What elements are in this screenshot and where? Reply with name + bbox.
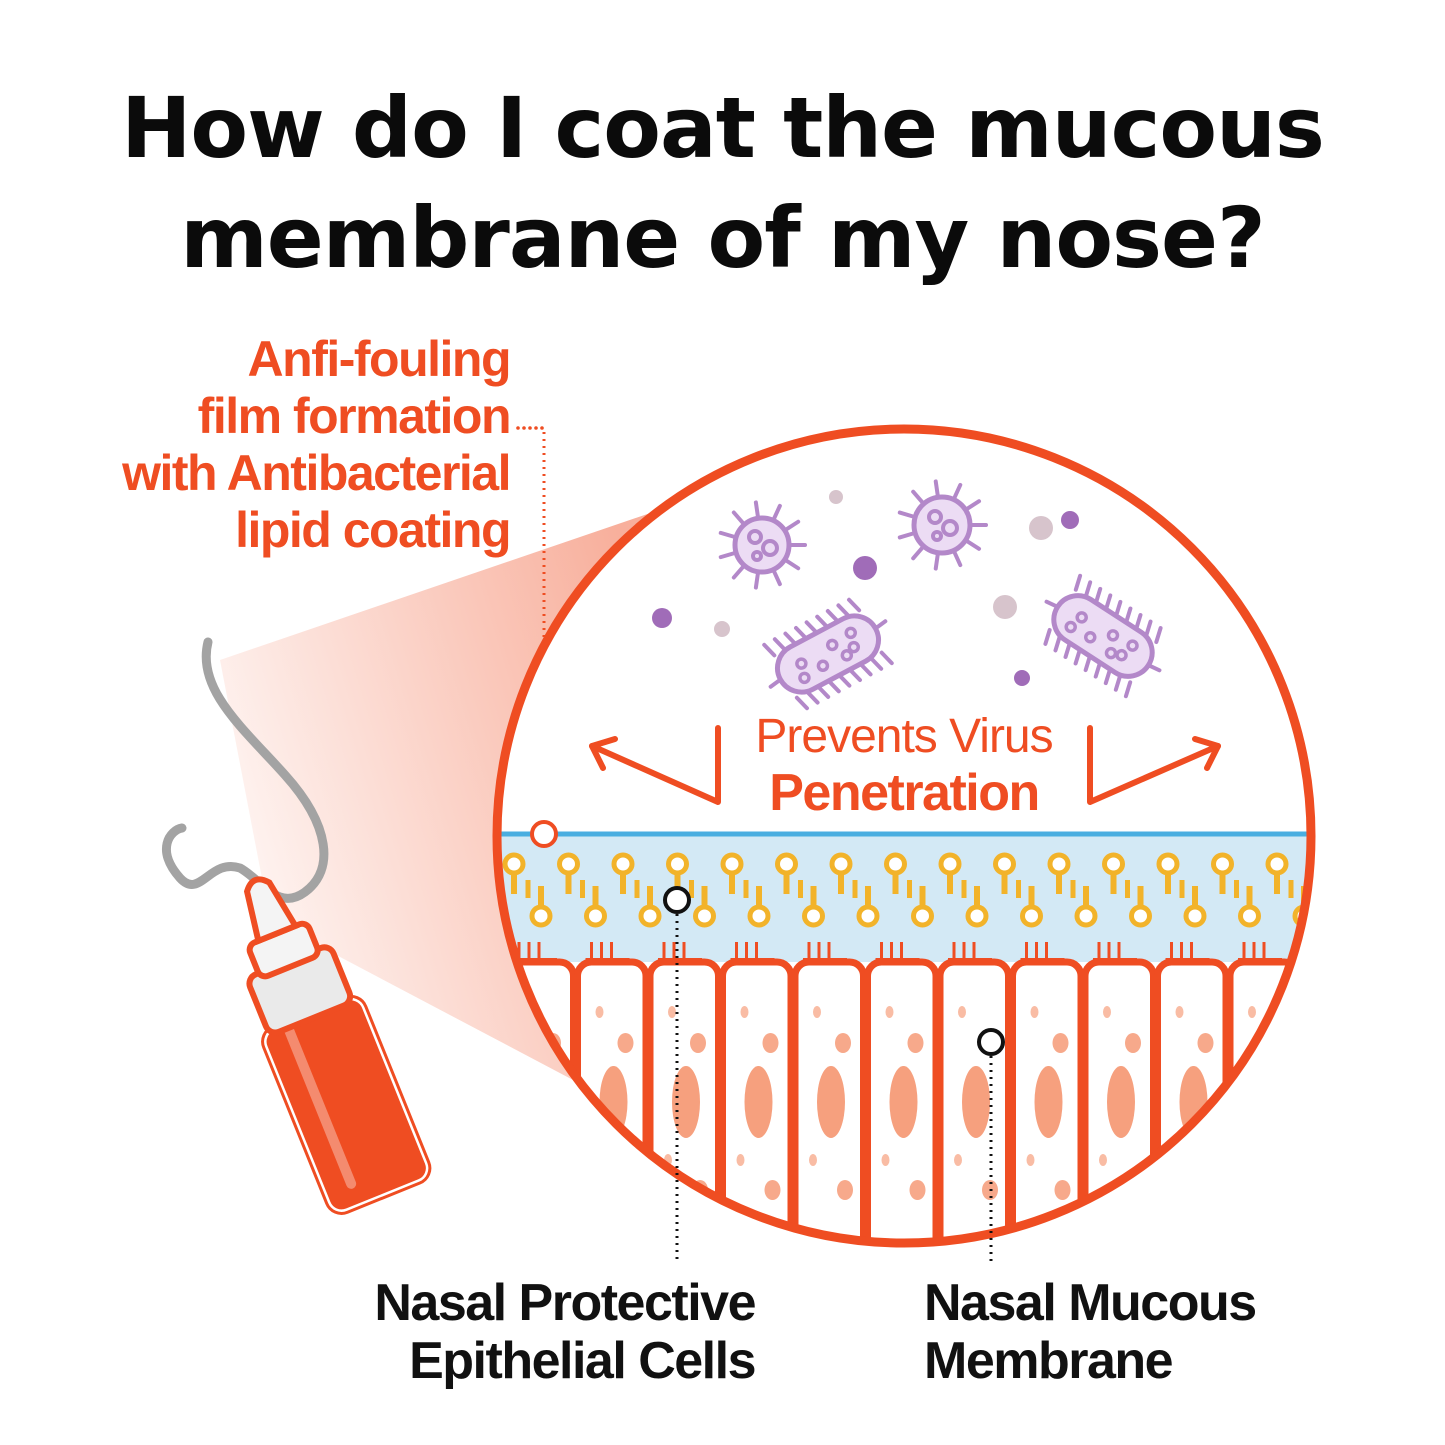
callout-line-1: Anfi-fouling <box>247 331 512 387</box>
title-line-2: membrane of my nose? <box>180 189 1266 287</box>
penetration-text: Penetration <box>769 764 1039 822</box>
title-line-1: How do I coat the mucous <box>121 79 1325 177</box>
left-deflect-arrow-icon <box>589 725 721 805</box>
magnified-view-ring <box>492 424 1316 1248</box>
callout-leader-line <box>516 426 544 430</box>
epithelial-label-line-1: Nasal Protective <box>374 1274 756 1332</box>
epithelial-marker <box>663 886 691 914</box>
lipid-molecules <box>502 852 1311 928</box>
nasal-spray-bottle-icon <box>243 876 434 1218</box>
mucous-marker <box>977 1028 1005 1056</box>
film-marker <box>530 820 558 848</box>
right-deflect-arrow-icon <box>1087 725 1221 805</box>
mucous-label-line-1: Nasal Mucous <box>924 1274 1257 1332</box>
epithelial-label-line-2: Epithelial Cells <box>409 1332 756 1390</box>
callout-line-3: with Antibacterial <box>122 445 511 501</box>
epithelial-cells <box>501 942 1311 1243</box>
nose-outline-icon <box>162 637 329 903</box>
virus-particles <box>652 479 1163 711</box>
prevents-virus-text: Prevents Virus <box>755 710 1052 763</box>
callout-line-2: film formation <box>197 388 512 444</box>
mucous-label-line-2: Membrane <box>924 1332 1174 1390</box>
callout-line-4: lipid coating <box>235 502 511 558</box>
